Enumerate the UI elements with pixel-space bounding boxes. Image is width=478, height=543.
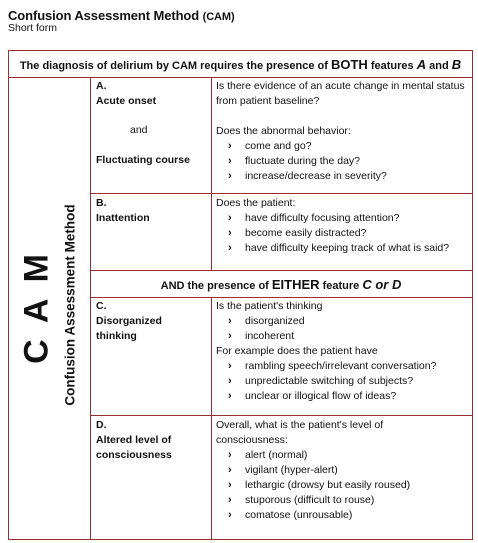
feature-d-content: Overall, what is the patient's level of … (216, 418, 436, 523)
feature-d-q: Overall, what is the patient's level of … (216, 419, 384, 446)
title-abbr: (CAM) (202, 11, 235, 23)
banner1-a: A (416, 57, 427, 72)
feature-d-label: D. Altered level of consciousness (96, 418, 208, 463)
banner1-pre: The diagnosis of delirium by CAM require… (19, 60, 331, 72)
feature-c-q1: Is the patient's thinking (216, 300, 323, 312)
list-item: disorganized (228, 314, 470, 329)
banner2-cd: C or D (362, 277, 402, 292)
list-item: have difficulty focusing attention? (228, 211, 470, 226)
feature-a-letter: A. (96, 80, 107, 92)
divider (211, 297, 212, 539)
divider (90, 193, 472, 194)
banner2-mid: feature (319, 280, 363, 292)
banner2-pre: AND the presence of (160, 280, 272, 292)
feature-c-content: Is the patient's thinking disorganized i… (216, 299, 470, 404)
feature-c-name1: Disorganized (96, 315, 162, 327)
feature-a-label: A. Acute onset and Fluctuating course (96, 79, 208, 168)
feature-d-letter: D. (96, 419, 107, 431)
divider (90, 77, 91, 539)
feature-a-bullets: come and go? fluctuate during the day? i… (216, 139, 468, 184)
feature-a-name1: Acute onset (96, 95, 157, 107)
list-item: come and go? (228, 139, 468, 154)
list-item: incoherent (228, 329, 470, 344)
side-cam: C A M (17, 250, 56, 364)
feature-c-label: C. Disorganized thinking (96, 299, 208, 344)
feature-a-q2: Does the abnormal behavior: (216, 125, 351, 137)
feature-a-and: and (130, 124, 148, 136)
banner1-b: B (451, 57, 462, 72)
feature-c-letter: C. (96, 300, 107, 312)
divider (211, 77, 212, 270)
feature-b-label: B. Inattention (96, 196, 208, 226)
feature-c-bullets2: rambling speech/irrelevant conversation?… (216, 359, 470, 404)
divider (9, 77, 472, 78)
feature-c-name2: thinking (96, 330, 137, 342)
feature-b-bullets: have difficulty focusing attention? beco… (216, 211, 470, 256)
criteria-banner-ab: The diagnosis of delirium by CAM require… (9, 57, 472, 72)
list-item: increase/decrease in severity? (228, 169, 468, 184)
side-method-label: Confusion Assessment Method (62, 204, 78, 406)
banner1-both: BOTH (330, 57, 368, 72)
banner1-mid: features (367, 60, 417, 72)
list-item: fluctuate during the day? (228, 154, 468, 169)
feature-b-name: Inattention (96, 212, 150, 224)
title-main: Confusion Assessment Method (8, 8, 200, 23)
divider (90, 415, 472, 416)
list-item: stuporous (difficult to rouse) (228, 493, 436, 508)
feature-d-name1: Altered level of (96, 434, 172, 446)
banner1-and: and (426, 60, 452, 72)
list-item: become easily distracted? (228, 226, 470, 241)
list-item: comatose (unrousable) (228, 508, 436, 523)
side-label-panel: C A M Confusion Assessment Method (9, 77, 90, 539)
feature-a-content: Is there evidence of an acute change in … (216, 79, 468, 184)
page-title: Confusion Assessment Method (CAM) (8, 8, 235, 23)
criteria-banner-cd: AND the presence of EITHER feature C or … (90, 277, 472, 292)
feature-b-letter: B. (96, 197, 107, 209)
feature-c-q2: For example does the patient have (216, 345, 378, 357)
divider (90, 297, 472, 298)
page-subtitle: Short form (8, 22, 58, 34)
list-item: have difficulty keeping track of what is… (228, 241, 470, 256)
list-item: lethargic (drowsy but easily roused) (228, 478, 436, 493)
feature-b-q: Does the patient: (216, 197, 296, 209)
list-item: unpredictable switching of subjects? (228, 374, 470, 389)
banner2-either: EITHER (271, 277, 320, 292)
feature-c-bullets1: disorganized incoherent (216, 314, 470, 344)
list-item: alert (normal) (228, 448, 436, 463)
feature-a-q1: Is there evidence of an acute change in … (216, 80, 465, 107)
feature-d-name2: consciousness (96, 449, 172, 461)
list-item: rambling speech/irrelevant conversation? (228, 359, 470, 374)
list-item: unclear or illogical flow of ideas? (228, 389, 470, 404)
feature-a-name2: Fluctuating course (96, 154, 190, 166)
cam-table: The diagnosis of delirium by CAM require… (8, 50, 473, 540)
feature-b-content: Does the patient: have difficulty focusi… (216, 196, 470, 256)
list-item: vigilant (hyper-alert) (228, 463, 436, 478)
feature-d-bullets: alert (normal) vigilant (hyper-alert) le… (216, 448, 436, 523)
divider (90, 270, 472, 271)
